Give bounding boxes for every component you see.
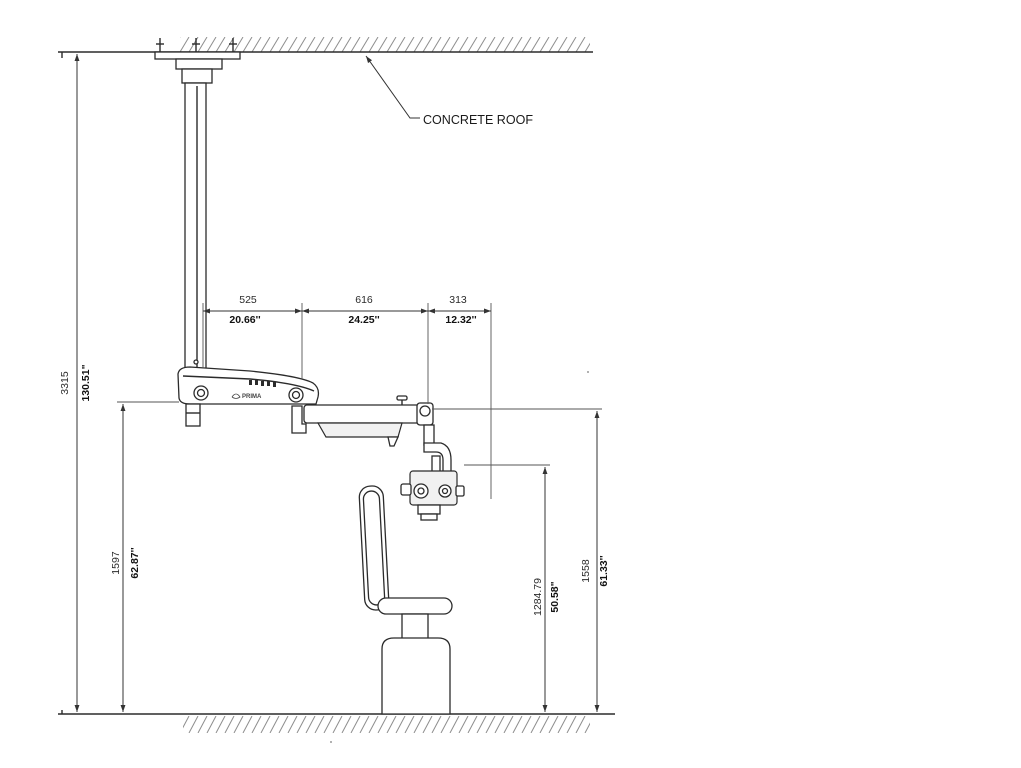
chair-backrest-inner [362,490,386,606]
floor [58,710,615,733]
scan-dot [587,371,589,373]
mounting-flange [175,58,223,70]
reach-3-mm: 313 [449,294,467,306]
microscope-lens-ring [420,513,438,521]
mounting-neck [181,68,213,84]
reach-1-mm: 525 [239,294,257,306]
vent-slot [273,382,276,387]
vent-slot [255,380,258,385]
column-pin [193,359,199,365]
height-dimensions: 3315 130.51" 1597 62.87'' 1284.79 50.58"… [59,54,610,712]
arm-head-crease [182,375,315,392]
left-height-inch: 62.87'' [129,547,141,578]
left-height-mm: 1597 [110,551,122,575]
vent-slot [261,381,264,386]
patient-chair [358,485,453,715]
roof-callout: CONCRETE ROOF [365,55,533,127]
arm-head-spindle [185,403,201,427]
roof-callout-label: CONCRETE ROOF [423,112,533,127]
overall-height-mm: 3315 [59,371,71,395]
arm-head: PRIMA [177,366,320,427]
microscope-objective [417,504,441,515]
brand-logo-swirl-icon [231,393,241,399]
knob-icon-center [196,388,206,398]
right-height-mm: 1558 [580,559,592,583]
scan-dot [330,741,332,743]
ceiling [58,37,593,58]
reach-1-inch: 20.66'' [229,314,260,326]
reach-3-inch: 12.32'' [445,314,476,326]
arm-clamp [387,436,400,447]
horizontal-arm [291,395,434,447]
vent-slots [249,380,276,387]
brand-logo-text: PRIMA [242,394,262,400]
extension-lines [117,303,602,499]
mounting-plate [154,51,241,60]
chair-base [381,637,451,715]
microscope-eyepiece [400,483,412,496]
knob-icon-center [291,390,301,400]
chair-backrest [358,485,390,611]
vent-slot [249,380,252,385]
arm-head-housing [177,366,320,405]
roof-callout-leader [365,55,420,119]
ceiling-hatch [180,37,590,52]
zoom-knob-icon-center [441,487,449,495]
brand-logo: PRIMA [231,393,262,400]
chair-seat [377,597,453,615]
microscope-side-port [455,485,465,497]
reach-2-mm: 616 [355,294,373,306]
overall-height-inch: 130.51" [80,364,92,401]
arm-beam [303,404,425,424]
vent-slot [267,381,270,386]
microscope [400,424,465,521]
reach-dimensions: 525 20.66'' 616 24.25'' 313 12.32'' [203,294,491,326]
arm-knob-icon [396,395,408,401]
right-height-inch: 61.33'' [598,555,610,586]
ceiling-mount [154,38,241,371]
microscope-drop-post [423,424,435,446]
center-height-mm: 1284.79 [532,578,544,616]
focus-knob-icon-center [417,487,425,495]
center-height-inch: 50.58" [549,581,561,612]
arm-joint-knob-icon [419,405,431,417]
floor-hatch [183,716,590,733]
arm-bracket [291,405,307,434]
arm-gas-spring-housing [316,422,403,438]
chair-post [401,613,429,640]
microscope-tube [431,455,441,473]
reach-2-inch: 24.25'' [348,314,379,326]
